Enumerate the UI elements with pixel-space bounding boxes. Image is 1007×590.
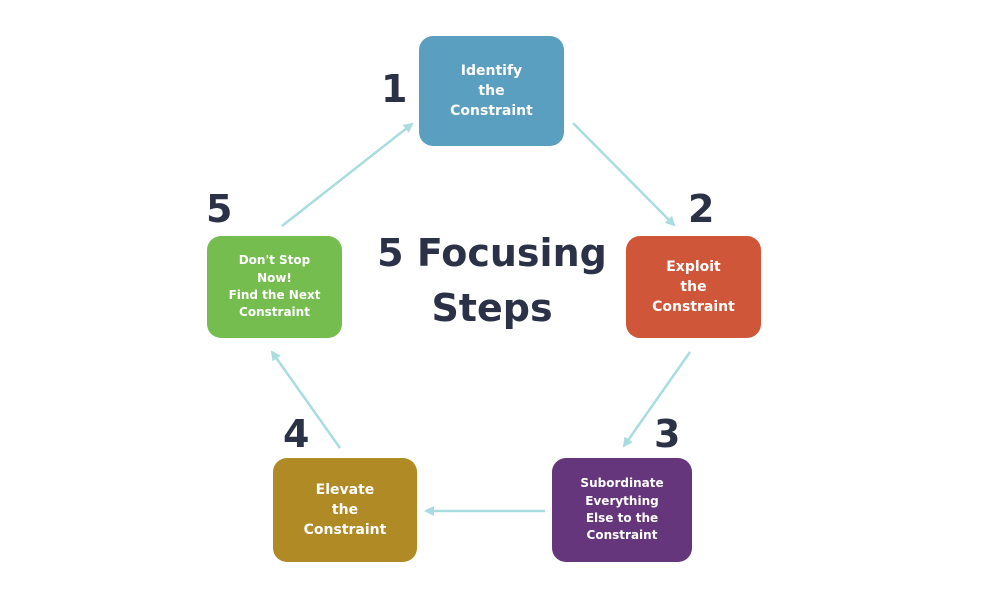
step-4-number: 4: [283, 412, 310, 456]
arrow-2-to-3: [622, 351, 692, 448]
step-1-box: Identify the Constraint: [419, 36, 564, 146]
step-5-label: Don't Stop Now! Find the Next Constraint: [228, 253, 321, 320]
step-4-label: Elevate the Constraint: [303, 481, 387, 539]
arrow-4-to-5: [270, 350, 342, 449]
step-5-box: Don't Stop Now! Find the Next Constraint: [207, 236, 342, 338]
step-1-number: 1: [381, 67, 408, 111]
step-2-label: Exploit the Constraint: [652, 258, 735, 316]
step-3-number: 3: [654, 412, 681, 456]
step-5-number: 5: [206, 187, 233, 231]
step-3-label: Subordinate Everything Else to the Const…: [580, 476, 664, 543]
step-2-box: Exploit the Constraint: [626, 236, 761, 338]
step-2-number: 2: [688, 187, 715, 231]
diagram-title: 5 Focusing Steps: [377, 231, 607, 331]
arrow-5-to-1: [281, 122, 414, 227]
step-4-box: Elevate the Constraint: [273, 458, 417, 562]
arrow-1-to-2: [572, 122, 676, 227]
step-3-box: Subordinate Everything Else to the Const…: [552, 458, 692, 562]
step-1-label: Identify the Constraint: [450, 62, 533, 120]
